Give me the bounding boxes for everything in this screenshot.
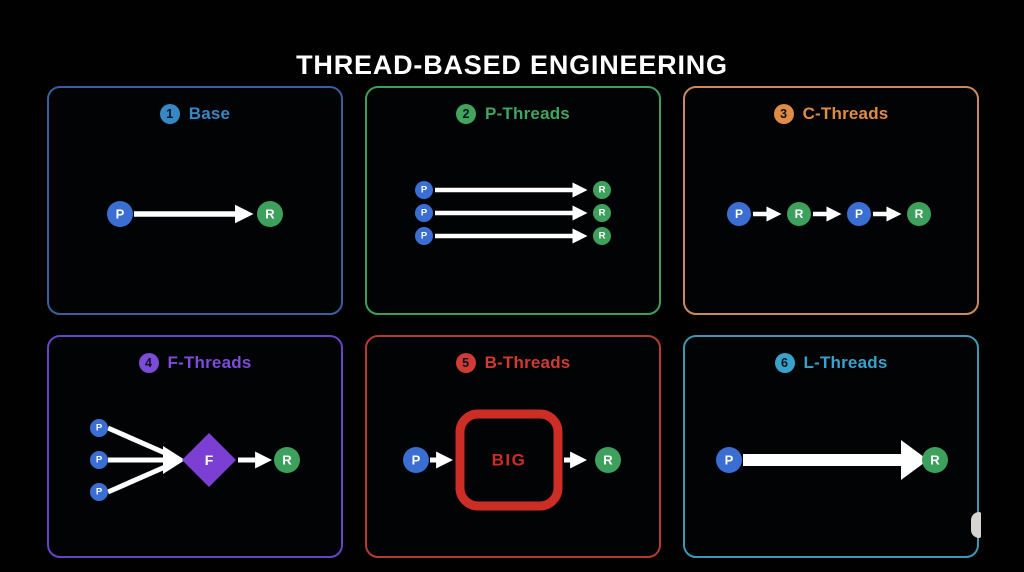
panel-label: L-Threads <box>803 353 888 372</box>
p-node-label: P <box>421 184 428 195</box>
panel-header: 4 F-Threads <box>49 337 341 373</box>
panel-l-threads: 6 L-Threads P R <box>683 335 979 558</box>
page-title: THREAD-BASED ENGINEERING <box>296 50 728 80</box>
panel-p-threads: 2 P-Threads P P P R R R <box>365 86 661 315</box>
panel-header: 1 Base <box>49 88 341 124</box>
p-node <box>415 203 433 222</box>
number-badge: 4 <box>138 353 159 373</box>
fan-in-line <box>106 425 167 455</box>
r-node <box>593 226 611 245</box>
panel-c-threads: 3 C-Threads P R P R <box>683 86 979 315</box>
p-threads-diagram: P P P R R R <box>367 124 659 313</box>
fan-in-line <box>106 464 167 494</box>
r-node <box>593 203 611 222</box>
p-node <box>415 226 433 245</box>
big-box <box>455 409 563 510</box>
r-node <box>595 446 621 473</box>
r-node-label: R <box>603 452 613 467</box>
panel-b-threads: 5 B-Threads P BIG R <box>365 335 661 558</box>
r-node <box>593 180 611 199</box>
r-node-label: R <box>915 207 924 221</box>
r-node-label: R <box>265 206 275 221</box>
panel-label: Base <box>188 104 231 123</box>
panel-header: 3 C-Threads <box>685 88 977 124</box>
number-badge: 1 <box>159 104 180 124</box>
p-node <box>716 446 742 473</box>
thick-arrow-head <box>901 439 928 480</box>
panel-label: C-Threads <box>802 104 889 123</box>
p-node-label: P <box>96 422 103 433</box>
f-node-label: F <box>205 452 214 468</box>
r-node <box>274 446 300 473</box>
c-threads-diagram: P R P R <box>685 124 977 313</box>
p-node-label: P <box>116 206 125 221</box>
panel-base: 1 Base P R <box>47 86 343 315</box>
r-node-label: R <box>599 230 606 241</box>
r-node <box>257 200 283 227</box>
p-node-label: P <box>96 454 103 465</box>
p-node <box>727 201 751 226</box>
r-node-label: R <box>599 184 606 195</box>
number-badge: 2 <box>456 104 477 124</box>
big-box-label: BIG <box>492 450 527 469</box>
p-node <box>415 180 433 199</box>
r-node-label: R <box>282 452 292 467</box>
p-node-label: P <box>735 207 743 221</box>
number-badge: 3 <box>773 104 794 124</box>
panel-f-threads: 4 F-Threads P P P F R <box>47 335 343 558</box>
r-node <box>922 446 948 473</box>
p-node <box>403 446 429 473</box>
r-node-label: R <box>599 207 606 218</box>
base-diagram: P R <box>49 124 341 313</box>
r-node <box>787 201 811 226</box>
l-threads-diagram: P R <box>685 373 977 556</box>
r-node-label: R <box>930 452 940 467</box>
p-node <box>847 201 871 226</box>
panel-label: B-Threads <box>484 353 571 372</box>
p-node <box>90 482 108 501</box>
p-node <box>90 450 108 469</box>
panel-header: 2 P-Threads <box>367 88 659 124</box>
panel-label: F-Threads <box>167 353 252 372</box>
p-node <box>90 418 108 437</box>
f-threads-diagram: P P P F R <box>49 373 341 556</box>
number-badge: 5 <box>455 353 476 373</box>
b-threads-diagram: P BIG R <box>367 373 659 556</box>
p-node-label: P <box>96 486 103 497</box>
r-node <box>907 201 931 226</box>
r-node-label: R <box>795 207 804 221</box>
fan-in-arrowhead <box>163 445 185 474</box>
p-node-label: P <box>725 452 734 467</box>
p-node <box>107 200 133 227</box>
p-node-label: P <box>412 452 421 467</box>
edge-scroll-artifact <box>971 512 981 538</box>
f-node-diamond <box>182 432 236 487</box>
p-node-label: P <box>421 230 428 241</box>
panel-header: 6 L-Threads <box>685 337 977 373</box>
panel-header: 5 B-Threads <box>367 337 659 373</box>
p-node-label: P <box>855 207 863 221</box>
number-badge: 6 <box>774 353 795 373</box>
p-node-label: P <box>421 207 428 218</box>
panel-label: P-Threads <box>485 104 570 123</box>
